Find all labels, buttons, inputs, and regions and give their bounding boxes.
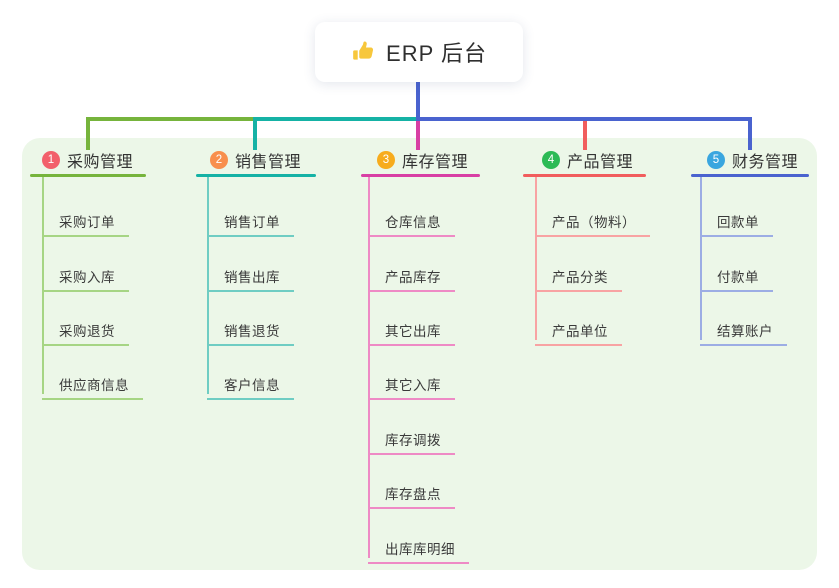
branch-child-line	[42, 177, 44, 394]
child-node[interactable]: 采购订单	[42, 201, 129, 237]
child-node[interactable]: 产品（物料）	[535, 201, 650, 237]
branch-child-line	[700, 177, 702, 340]
child-node[interactable]: 产品单位	[535, 310, 622, 346]
root-node[interactable]: ERP 后台	[315, 22, 523, 82]
child-node[interactable]: 回款单	[700, 201, 773, 237]
branch-title: 财务管理	[732, 154, 799, 171]
branch-underline	[691, 174, 809, 177]
branch-number-badge: 5	[707, 151, 725, 169]
branch-header-inventory[interactable]: 3 库存管理	[377, 149, 468, 171]
branch-underline	[30, 174, 146, 177]
branch-title: 采购管理	[67, 154, 134, 171]
child-node[interactable]: 供应商信息	[42, 364, 143, 400]
branch-number-badge: 1	[42, 151, 60, 169]
branch-number-badge: 2	[210, 151, 228, 169]
root-title: ERP 后台	[386, 41, 487, 66]
branch-child-line	[207, 177, 209, 394]
branch-header-finance[interactable]: 5 财务管理	[707, 149, 798, 171]
child-node[interactable]: 付款单	[700, 256, 773, 292]
child-node[interactable]: 结算账户	[700, 310, 787, 346]
branch-underline	[523, 174, 646, 177]
thumbs-up-icon	[351, 39, 377, 65]
child-node[interactable]: 销售订单	[207, 201, 294, 237]
child-node[interactable]: 仓库信息	[368, 201, 455, 237]
branch-header-sales[interactable]: 2 销售管理	[210, 149, 301, 171]
child-node[interactable]: 客户信息	[207, 364, 294, 400]
branch-title: 产品管理	[567, 154, 634, 171]
branch-header-product[interactable]: 4 产品管理	[542, 149, 633, 171]
child-node[interactable]: 销售退货	[207, 310, 294, 346]
branch-title: 库存管理	[402, 154, 469, 171]
child-node[interactable]: 出库库明细	[368, 528, 469, 564]
child-node[interactable]: 采购退货	[42, 310, 129, 346]
branch-title: 销售管理	[235, 154, 302, 171]
child-node[interactable]: 其它出库	[368, 310, 455, 346]
child-node[interactable]: 其它入库	[368, 364, 455, 400]
branch-underline	[196, 174, 316, 177]
branch-number-badge: 3	[377, 151, 395, 169]
child-node[interactable]: 产品分类	[535, 256, 622, 292]
branch-child-line	[535, 177, 537, 340]
child-node[interactable]: 库存调拨	[368, 419, 455, 455]
branch-child-line	[368, 177, 370, 558]
branches-panel	[22, 138, 817, 570]
branch-underline	[361, 174, 480, 177]
child-node[interactable]: 库存盘点	[368, 473, 455, 509]
child-node[interactable]: 采购入库	[42, 256, 129, 292]
branch-header-procurement[interactable]: 1 采购管理	[42, 149, 133, 171]
child-node[interactable]: 产品库存	[368, 256, 455, 292]
child-node[interactable]: 销售出库	[207, 256, 294, 292]
branch-number-badge: 4	[542, 151, 560, 169]
